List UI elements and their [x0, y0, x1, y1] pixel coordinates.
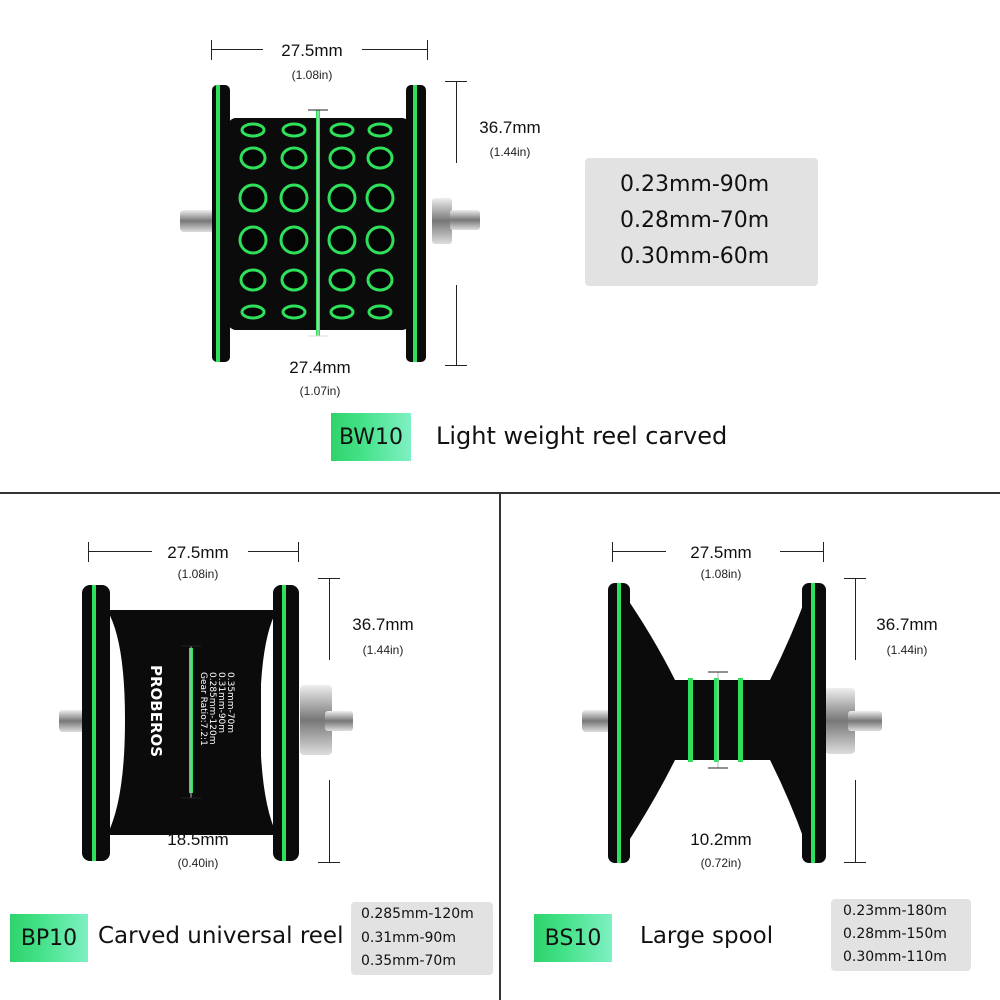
height-dimension-line-top — [855, 578, 856, 660]
capacity-line-3: 0.30mm-110m — [843, 949, 947, 965]
height-mm-label: 36.7mm — [479, 118, 541, 137]
capacity-line-1: 0.285mm-120m — [361, 906, 474, 922]
core-in-label: (0.40in) — [177, 856, 219, 870]
model-description: Carved universal reel — [98, 923, 344, 949]
width-dimension-line-left — [211, 49, 263, 50]
height-dimension-line-bottom — [855, 780, 856, 862]
height-in-label: (1.44in) — [489, 145, 531, 159]
height-dimension-tick-bottom — [844, 862, 866, 863]
core-in-label: (0.72in) — [700, 856, 742, 870]
width-dimension-tick-left — [88, 542, 89, 562]
model-code-badge: BS10 — [534, 914, 612, 962]
height-mm-label: 36.7mm — [352, 615, 414, 634]
height-in-label: (1.44in) — [362, 643, 404, 657]
height-dimension-tick-top — [445, 81, 467, 82]
capacity-line-2: 0.28mm-150m — [843, 926, 947, 942]
width-mm-label: 27.5mm — [167, 543, 229, 562]
width-dimension-line-right — [362, 49, 428, 50]
width-dimension-tick-right — [298, 542, 299, 562]
spool-brand-text: PROBEROS — [147, 665, 165, 757]
model-code-badge: BP10 — [10, 914, 88, 962]
core-mm-label: 10.2mm — [690, 830, 752, 849]
capacity-box: 0.23mm-90m 0.28mm-70m 0.30mm-60m — [585, 158, 818, 286]
capacity-line-1: 0.23mm-180m — [843, 903, 947, 919]
height-dimension-tick-top — [318, 578, 340, 579]
capacity-box: 0.285mm-120m 0.31mm-90m 0.35mm-70m — [351, 902, 493, 975]
width-in-label: (1.08in) — [291, 68, 333, 82]
width-dimension-tick-right — [823, 542, 824, 562]
capacity-line-3: 0.35mm-70m — [361, 953, 456, 969]
width-dimension-tick-left — [612, 542, 613, 562]
width-dimension-line-left — [612, 551, 666, 552]
height-in-label: (1.44in) — [886, 643, 928, 657]
height-mm-label: 36.7mm — [876, 615, 938, 634]
width-mm-label: 27.5mm — [690, 543, 752, 562]
height-dimension-line-top — [329, 578, 330, 660]
spool-text-2: 0.285mm-120m — [207, 672, 217, 745]
spool-text-1: Gear Ratio:7.2:1 — [198, 672, 208, 746]
height-dimension-line-bottom — [456, 285, 457, 366]
capacity-line-2: 0.31mm-90m — [361, 930, 456, 946]
core-mm-label: 18.5mm — [167, 830, 229, 849]
width-dimension-line-left — [88, 551, 152, 552]
spool-text-4: 0.35mm-70m — [225, 672, 235, 733]
height-dimension-tick-bottom — [318, 862, 340, 863]
spool-text-3: 0.31mm-90m — [216, 672, 226, 733]
width-in-label: (1.08in) — [700, 567, 742, 581]
height-dimension-line-bottom — [329, 780, 330, 862]
height-dimension-tick-top — [844, 578, 866, 579]
height-dimension-tick-bottom — [445, 365, 467, 366]
model-description: Large spool — [640, 923, 774, 949]
capacity-line-3: 0.30mm-60m — [620, 244, 770, 269]
bs10-spool-image — [582, 583, 882, 863]
bp10-spool-image: PROBEROS Gear Ratio:7.2:1 0.285mm-120m 0… — [59, 585, 353, 861]
width-dimension-line-right — [780, 551, 824, 552]
vertical-divider — [499, 492, 501, 1000]
height-dimension-line-top — [456, 81, 457, 163]
width-in-label: (1.08in) — [177, 567, 219, 581]
core-in-label: (1.07in) — [299, 384, 341, 398]
width-mm-label: 27.5mm — [281, 41, 343, 60]
width-dimension-tick-right — [427, 40, 428, 60]
capacity-box: 0.23mm-180m 0.28mm-150m 0.30mm-110m — [831, 899, 971, 971]
capacity-line-1: 0.23mm-90m — [620, 172, 770, 197]
core-mm-label: 27.4mm — [289, 358, 351, 377]
bw10-spool-image — [180, 85, 480, 362]
capacity-line-2: 0.28mm-70m — [620, 208, 770, 233]
width-dimension-tick-left — [211, 40, 212, 60]
model-code-badge: BW10 — [331, 413, 411, 461]
model-description: Light weight reel carved — [436, 422, 728, 450]
width-dimension-line-right — [248, 551, 299, 552]
